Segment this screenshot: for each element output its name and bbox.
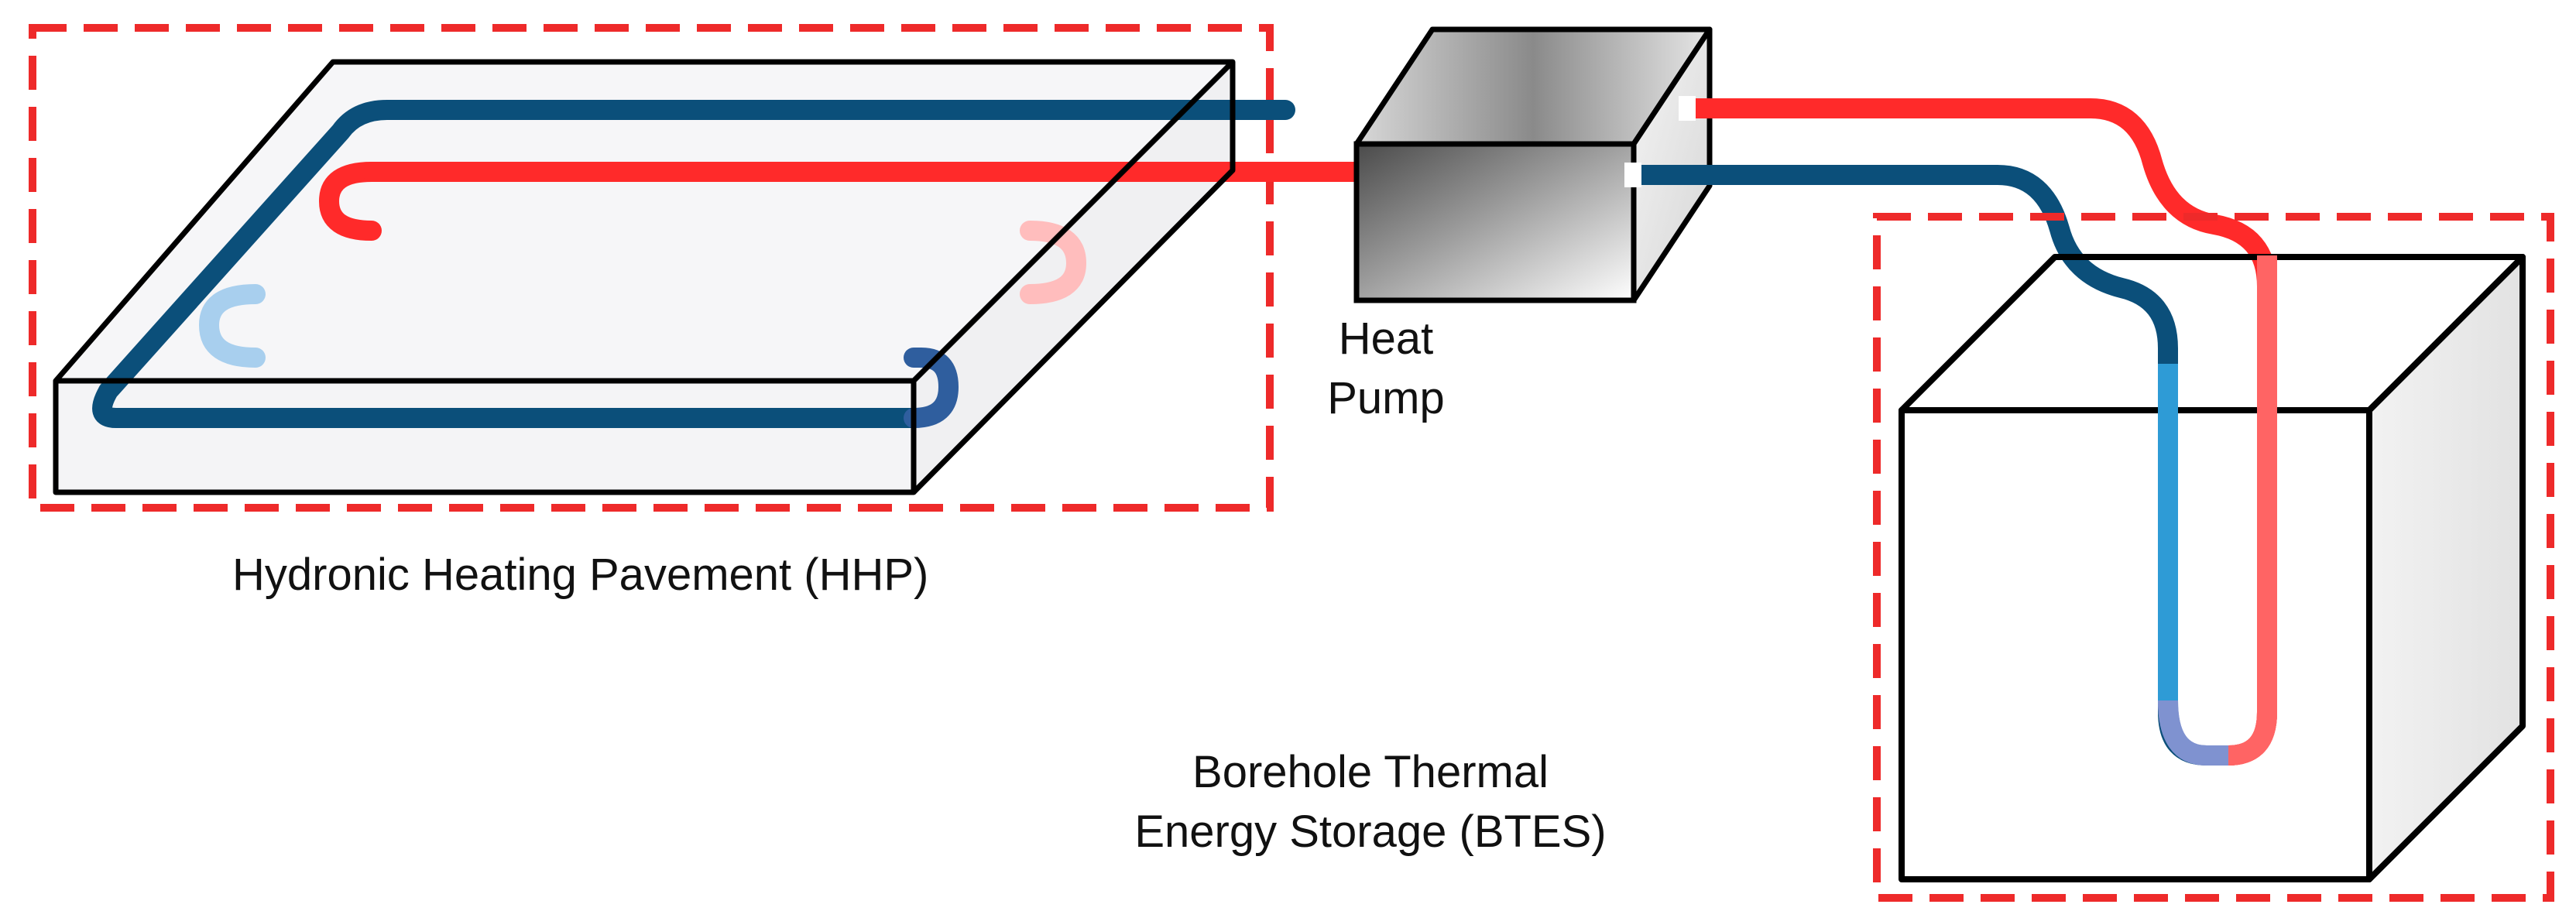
btes-storage-block (1899, 254, 2526, 882)
btes-boundary (1873, 213, 2554, 902)
btes-pipe-hot (1679, 98, 2277, 766)
heat-pump-label-line1: Heat (1338, 313, 1434, 364)
heat-pump-box (1353, 26, 1713, 303)
btes-pipe-cold (1632, 165, 2207, 766)
pavement-slab-edges (53, 59, 1236, 495)
btes-label-line2: Energy Storage (BTES) (1134, 806, 1607, 857)
hhp-label: Hydronic Heating Pavement (HHP) (232, 550, 929, 600)
heat-pump-label-line2: Pump (1327, 372, 1445, 423)
btes-label-line1: Borehole Thermal (1192, 747, 1549, 797)
hhp-boundary (29, 24, 1274, 512)
btes-label: Borehole Thermal Energy Storage (BTES) (1099, 743, 1641, 861)
hhp-pipe-right-bend (1020, 221, 1086, 304)
heat-pump-label: Heat Pump (1309, 310, 1463, 428)
hhp-pipe-hot-bend (319, 162, 382, 241)
hhp-pipe-left-bend (199, 284, 266, 368)
hhp-pipe-loop (92, 100, 1373, 428)
